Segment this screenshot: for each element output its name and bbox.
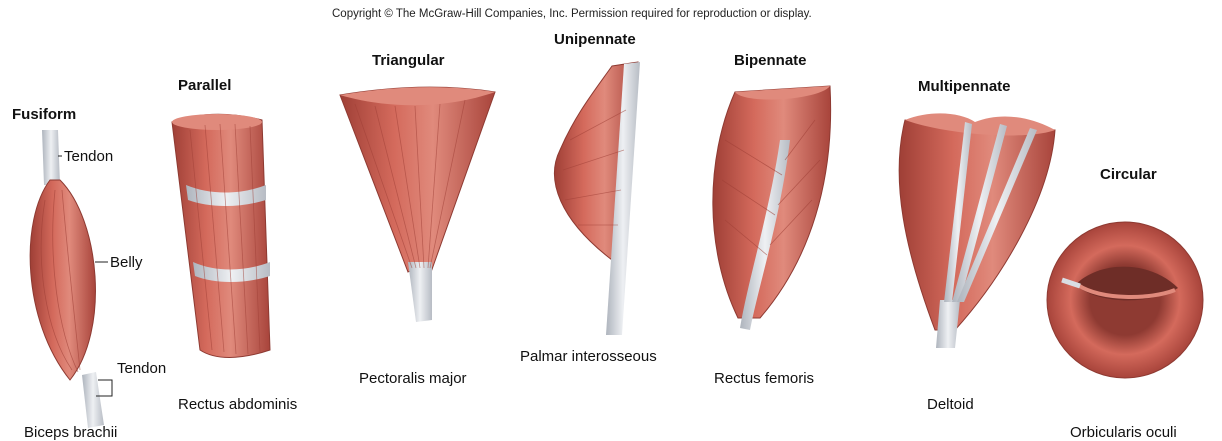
callout-tendon-bottom: Tendon — [117, 360, 166, 377]
bipennate-muscle — [713, 86, 831, 330]
triangular-muscle — [340, 87, 495, 322]
title-multipennate: Multipennate — [918, 78, 1011, 95]
title-circular: Circular — [1100, 166, 1157, 183]
callout-belly: Belly — [110, 254, 143, 271]
callout-tendon-top: Tendon — [64, 148, 113, 165]
label-biceps-brachii: Biceps brachii — [24, 424, 117, 441]
title-bipennate: Bipennate — [734, 52, 807, 69]
circular-muscle — [1047, 222, 1203, 378]
title-unipennate: Unipennate — [554, 31, 636, 48]
parallel-muscle — [172, 114, 270, 358]
unipennate-muscle — [554, 62, 640, 335]
title-fusiform: Fusiform — [12, 106, 76, 123]
label-orbicularis-oculi: Orbicularis oculi — [1070, 424, 1177, 441]
label-pectoralis-major: Pectoralis major — [359, 370, 467, 387]
label-palmar-interosseous: Palmar interosseous — [520, 348, 657, 365]
label-rectus-femoris: Rectus femoris — [714, 370, 814, 387]
multipennate-muscle — [899, 113, 1055, 348]
label-rectus-abdominis: Rectus abdominis — [178, 396, 297, 413]
label-deltoid: Deltoid — [927, 396, 974, 413]
title-parallel: Parallel — [178, 77, 231, 94]
copyright-notice: Copyright © The McGraw-Hill Companies, I… — [332, 8, 812, 20]
title-triangular: Triangular — [372, 52, 445, 69]
fusiform-muscle — [30, 130, 112, 428]
